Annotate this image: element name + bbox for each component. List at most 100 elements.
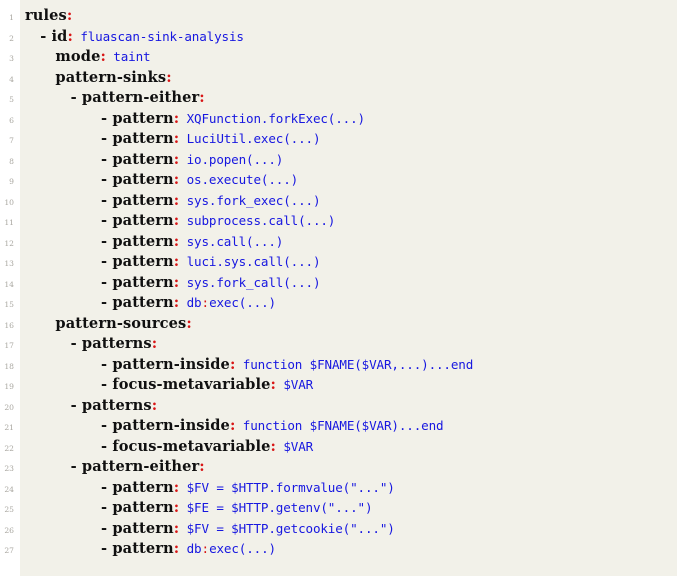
yaml-colon: : <box>173 130 180 147</box>
code-line-body: - id: fluascan-sink-analysis <box>40 27 244 48</box>
value-gap <box>179 193 186 208</box>
code-line-body: - pattern-either: <box>71 457 205 478</box>
yaml-key: pattern-sources <box>55 314 187 332</box>
line-number: 22 <box>4 443 14 453</box>
code-line-body: - pattern-inside: function $FNAME($VAR).… <box>101 416 444 437</box>
yaml-colon: : <box>199 89 205 106</box>
code-line: 12 - pattern: sys.call(...) <box>0 232 683 253</box>
value-gap <box>235 357 242 372</box>
value-inner-colon: : <box>201 541 210 556</box>
line-number: 12 <box>4 238 14 248</box>
yaml-key: - pattern <box>101 232 174 250</box>
yaml-colon: : <box>173 212 180 229</box>
yaml-colon: : <box>66 7 73 24</box>
code-line: 5 - pattern-either: <box>0 88 683 109</box>
yaml-value: $FE = $HTTP.getenv("...") <box>186 500 373 515</box>
yaml-value-continued: exec(...) <box>209 541 276 556</box>
yaml-value: taint <box>113 49 151 64</box>
yaml-key: - pattern <box>101 171 174 188</box>
yaml-key: - pattern <box>101 253 174 270</box>
yaml-key: rules <box>25 7 67 24</box>
code-line: 17- patterns: <box>0 334 683 355</box>
value-gap <box>179 172 186 187</box>
code-line-body: - focus-metavariable: $VAR <box>101 375 313 396</box>
yaml-colon: : <box>229 355 236 373</box>
code-line-body: - pattern: sys.fork_call(...) <box>101 273 321 294</box>
code-line-body: - focus-metavariable: $VAR <box>101 437 313 458</box>
code-line: 9 - pattern: os.execute(...) <box>0 170 683 191</box>
code-line-body: - pattern: luci.sys.call(...) <box>101 252 321 273</box>
code-line-body: pattern-sinks: <box>55 68 171 89</box>
yaml-colon: : <box>173 499 180 516</box>
yaml-value: fluascan-sink-analysis <box>80 28 244 44</box>
yaml-colon: : <box>270 437 276 455</box>
line-number: 21 <box>4 423 14 432</box>
yaml-key: - pattern <box>101 273 174 291</box>
value-gap <box>179 541 186 556</box>
line-number: 10 <box>4 197 14 207</box>
value-gap <box>179 521 186 536</box>
line-number: 19 <box>4 382 14 391</box>
yaml-colon: : <box>173 273 180 291</box>
code-line-body: - pattern: os.execute(...) <box>101 170 298 191</box>
yaml-key: - pattern <box>101 109 174 127</box>
code-line-body: - pattern-inside: function $FNAME($VAR,.… <box>101 355 473 376</box>
yaml-key: - pattern <box>101 478 174 496</box>
yaml-key: - pattern <box>101 212 174 229</box>
line-number: 24 <box>4 484 14 494</box>
yaml-value: os.execute(...) <box>186 172 299 187</box>
line-number: 9 <box>9 177 14 186</box>
yaml-colon: : <box>229 417 236 434</box>
yaml-colon: : <box>173 232 180 250</box>
code-line-body: - pattern: LuciUtil.exec(...) <box>101 129 321 150</box>
yaml-colon: : <box>173 253 180 270</box>
yaml-key: - focus-metavariable <box>101 437 271 455</box>
yaml-value: $FV = $HTTP.getcookie("...") <box>186 520 395 536</box>
line-number: 27 <box>4 546 14 555</box>
code-line-body: - pattern: $FE = $HTTP.getenv("...") <box>101 498 373 519</box>
yaml-key: - pattern <box>101 540 174 557</box>
code-line: 14 - pattern: sys.fork_call(...) <box>0 273 683 294</box>
yaml-colon: : <box>270 376 276 393</box>
yaml-key: - patterns <box>70 396 152 414</box>
yaml-key: - pattern <box>101 294 174 311</box>
yaml-value: $VAR <box>283 377 314 392</box>
code-line: 23- pattern-either: <box>0 457 683 478</box>
line-number: 5 <box>9 95 14 104</box>
code-line: 6- pattern: XQFunction.forkExec(...) <box>0 109 683 130</box>
yaml-value: LuciUtil.exec(...) <box>186 131 321 146</box>
value-gap <box>179 213 186 228</box>
line-number: 1 <box>9 13 14 22</box>
code-line-body: - pattern: sys.call(...) <box>101 232 283 253</box>
yaml-colon: : <box>173 109 180 127</box>
code-line: 18- pattern-inside: function $FNAME($VAR… <box>0 355 683 376</box>
yaml-colon: : <box>173 150 180 168</box>
yaml-colon: : <box>166 68 172 86</box>
code-line-body: - patterns: <box>71 396 157 417</box>
line-number: 15 <box>4 300 14 309</box>
line-number: 16 <box>4 320 14 330</box>
yaml-value: sys.fork_exec(...) <box>186 192 321 208</box>
code-line: 19 - focus-metavariable: $VAR <box>0 375 683 396</box>
value-inner-colon: : <box>201 295 210 310</box>
code-line-body: - pattern: $FV = $HTTP.formvalue("...") <box>101 478 395 499</box>
code-line: 15- pattern: db:exec(...) <box>0 293 683 314</box>
yaml-colon: : <box>173 519 180 537</box>
yaml-colon: : <box>100 48 106 65</box>
yaml-value: function $FNAME($VAR)...end <box>242 418 444 433</box>
yaml-key: - patterns <box>70 335 152 352</box>
line-number: 14 <box>4 279 14 289</box>
value-gap <box>235 418 242 433</box>
code-line-body: - pattern-either: <box>71 88 205 109</box>
line-number: 7 <box>9 136 14 145</box>
code-line: 26- pattern: $FV = $HTTP.getcookie("..."… <box>0 519 683 540</box>
yaml-key: - pattern-inside <box>101 417 230 434</box>
line-number: 3 <box>9 54 14 63</box>
code-line-body: - pattern: subprocess.call(...) <box>101 211 335 232</box>
code-line: 7 - pattern: LuciUtil.exec(...) <box>0 129 683 150</box>
yaml-colon: : <box>173 478 180 496</box>
line-number: 17 <box>4 341 14 350</box>
code-line: 22 - focus-metavariable: $VAR <box>0 437 683 458</box>
